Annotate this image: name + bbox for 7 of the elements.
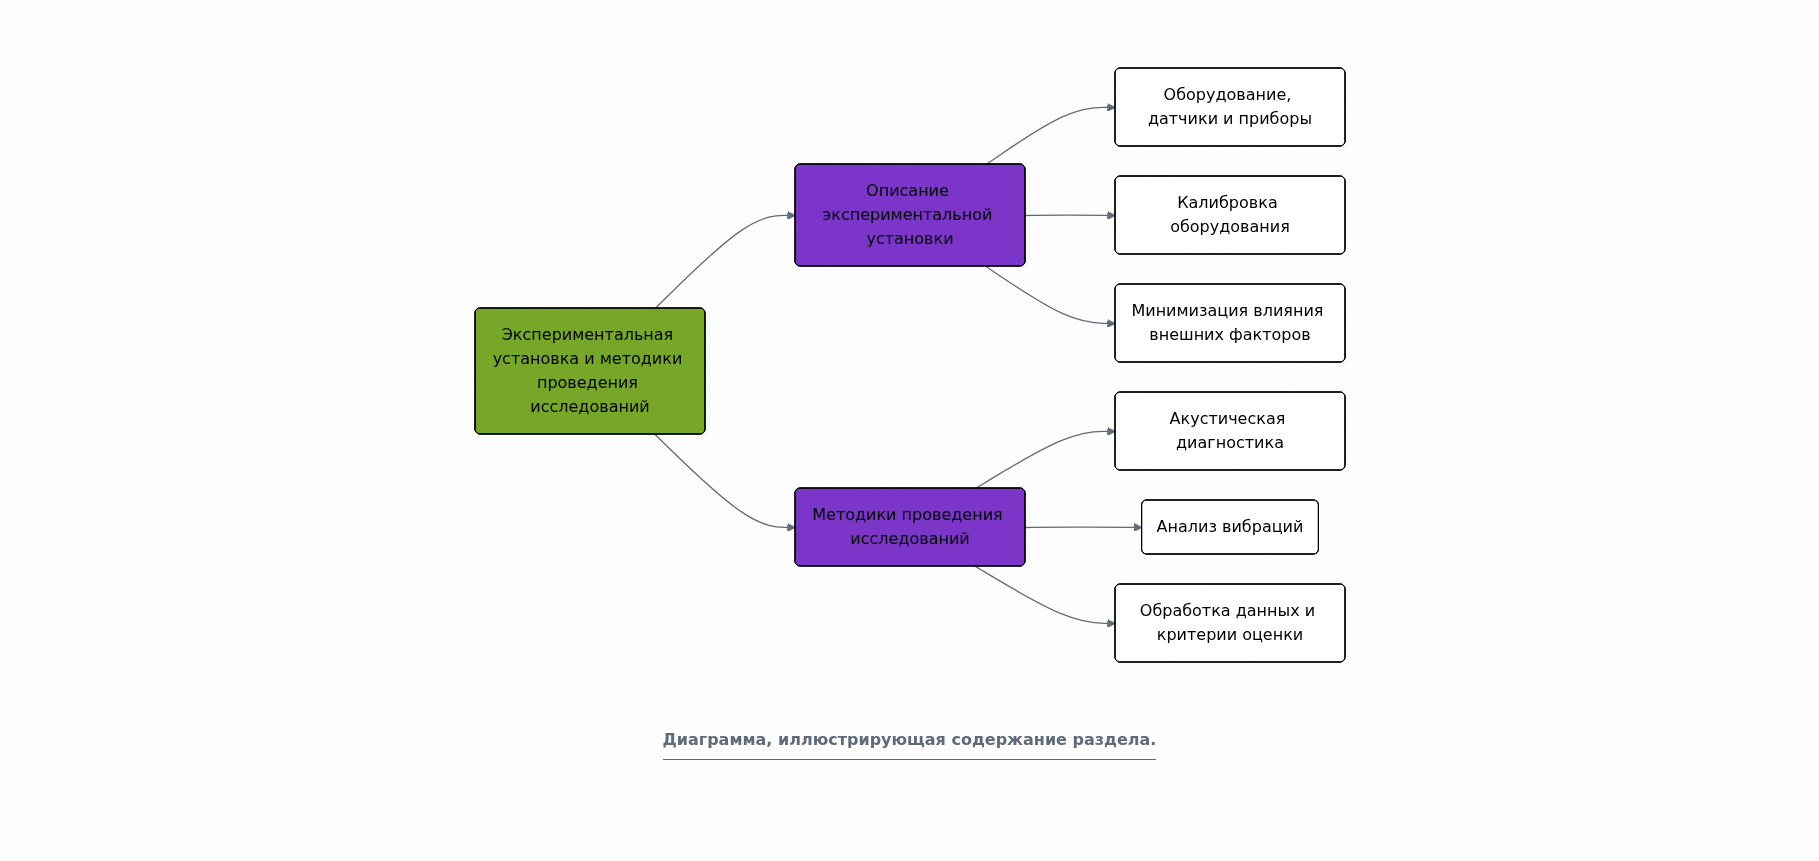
arrow bbox=[1024, 523, 1142, 532]
arrow bbox=[653, 433, 796, 532]
arrow bbox=[1024, 211, 1116, 220]
caption: Диаграмма, иллюстрирующая содержание раздела. bbox=[662, 730, 1157, 760]
arrow bbox=[974, 565, 1116, 628]
arrow bbox=[653, 211, 796, 310]
arrow bbox=[984, 265, 1116, 328]
